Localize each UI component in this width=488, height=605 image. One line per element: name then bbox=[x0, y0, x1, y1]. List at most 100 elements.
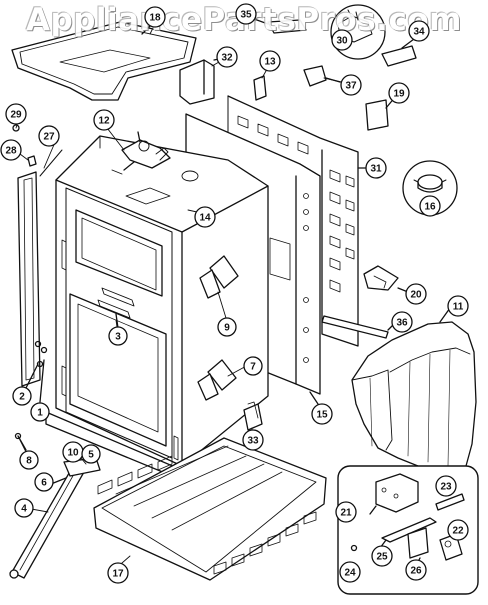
callout-circle bbox=[405, 559, 427, 581]
part-top-panel bbox=[11, 21, 197, 101]
part-33-bracket bbox=[243, 401, 263, 431]
callout-number: 23 bbox=[440, 482, 452, 493]
callout-30: 30 bbox=[331, 29, 353, 51]
callout-circle bbox=[391, 311, 413, 333]
callout-circle bbox=[19, 450, 39, 470]
callout-circle bbox=[242, 429, 264, 451]
callout-number: 28 bbox=[5, 146, 17, 157]
callout-circle bbox=[235, 3, 257, 25]
callout-circle bbox=[30, 402, 50, 422]
callout-12: 12 bbox=[93, 109, 115, 131]
callout-number: 19 bbox=[393, 89, 405, 100]
callout-5: 5 bbox=[81, 444, 101, 464]
callout-circle bbox=[408, 20, 430, 42]
callout-circle bbox=[14, 498, 34, 518]
callout-number: 26 bbox=[410, 566, 422, 577]
callout-circle bbox=[243, 356, 263, 376]
callout-3: 3 bbox=[108, 326, 128, 346]
callout-number: 35 bbox=[240, 10, 252, 21]
part-31-back-panel bbox=[227, 95, 373, 347]
callout-number: 12 bbox=[98, 116, 110, 127]
callout-14: 14 bbox=[194, 206, 216, 228]
callout-number: 1 bbox=[37, 408, 43, 419]
callout-number: 34 bbox=[413, 27, 425, 38]
callout-number: 15 bbox=[316, 410, 328, 421]
callout-circle bbox=[339, 561, 361, 583]
callout-number: 13 bbox=[264, 57, 276, 68]
callout-number: 21 bbox=[340, 508, 352, 519]
callout-number: 29 bbox=[10, 110, 22, 121]
callout-22: 22 bbox=[447, 519, 469, 541]
callout-8: 8 bbox=[19, 450, 39, 470]
callout-circle bbox=[365, 157, 387, 179]
callout-4: 4 bbox=[14, 498, 34, 518]
callout-number: 24 bbox=[344, 568, 356, 579]
callout-number: 14 bbox=[199, 213, 211, 224]
callout-number: 10 bbox=[67, 448, 79, 459]
callout-number: 30 bbox=[336, 36, 348, 47]
callout-circle bbox=[331, 29, 353, 51]
callout-number: 11 bbox=[453, 302, 464, 313]
part-1-2-screws bbox=[25, 340, 48, 403]
callout-35: 35 bbox=[235, 3, 257, 25]
callout-circle bbox=[12, 386, 32, 406]
callout-11: 11 bbox=[447, 295, 469, 317]
callout-circle bbox=[371, 545, 393, 567]
callout-number: 27 bbox=[43, 132, 55, 143]
callout-number: 25 bbox=[376, 552, 388, 563]
callout-number: 4 bbox=[21, 504, 27, 515]
callout-circle bbox=[93, 109, 115, 131]
callout-circle bbox=[194, 206, 216, 228]
callout-number: 3 bbox=[115, 332, 121, 343]
callout-circle bbox=[340, 74, 362, 96]
part-21-26-inset bbox=[337, 465, 479, 595]
callout-10: 10 bbox=[62, 441, 84, 463]
callout-17: 17 bbox=[107, 562, 129, 584]
callout-circle bbox=[216, 46, 238, 68]
callout-circle bbox=[217, 317, 237, 337]
part-27-28-trim bbox=[12, 124, 63, 387]
callout-18: 18 bbox=[144, 6, 166, 28]
callout-number: 33 bbox=[247, 436, 259, 447]
callout-circle bbox=[108, 326, 128, 346]
callout-33: 33 bbox=[242, 429, 264, 451]
callout-circle bbox=[107, 562, 129, 584]
callout-34: 34 bbox=[408, 20, 430, 42]
callout-23: 23 bbox=[435, 475, 457, 497]
callout-number: 32 bbox=[221, 53, 233, 64]
callout-9: 9 bbox=[217, 317, 237, 337]
callout-27: 27 bbox=[38, 125, 60, 147]
callout-number: 17 bbox=[112, 569, 124, 580]
callout-24: 24 bbox=[339, 561, 361, 583]
callout-circle bbox=[34, 472, 54, 492]
callout-circle bbox=[447, 519, 469, 541]
callout-26: 26 bbox=[405, 559, 427, 581]
callout-circle bbox=[435, 475, 457, 497]
callout-circle bbox=[335, 501, 357, 523]
callout-16: 16 bbox=[419, 195, 441, 217]
callout-21: 21 bbox=[335, 501, 357, 523]
callout-circle bbox=[405, 283, 427, 305]
callout-number: 16 bbox=[424, 202, 436, 213]
part-35-bracket bbox=[245, 15, 307, 34]
callout-circle bbox=[388, 82, 410, 104]
callout-1: 1 bbox=[30, 402, 50, 422]
part-13-plate bbox=[253, 75, 267, 101]
callout-37: 37 bbox=[340, 74, 362, 96]
callout-29: 29 bbox=[5, 103, 27, 125]
callout-number: 18 bbox=[149, 13, 161, 24]
callout-number: 37 bbox=[345, 81, 357, 92]
callout-number: 6 bbox=[41, 478, 47, 489]
callout-circle bbox=[447, 295, 469, 317]
callout-7: 7 bbox=[243, 356, 263, 376]
callout-36: 36 bbox=[391, 311, 413, 333]
callout-number: 7 bbox=[250, 362, 256, 373]
callout-number: 5 bbox=[88, 450, 94, 461]
callout-15: 15 bbox=[311, 403, 333, 425]
callout-circle bbox=[0, 139, 22, 161]
callout-circle bbox=[144, 6, 166, 28]
callout-circle bbox=[311, 403, 333, 425]
callout-32: 32 bbox=[216, 46, 238, 68]
